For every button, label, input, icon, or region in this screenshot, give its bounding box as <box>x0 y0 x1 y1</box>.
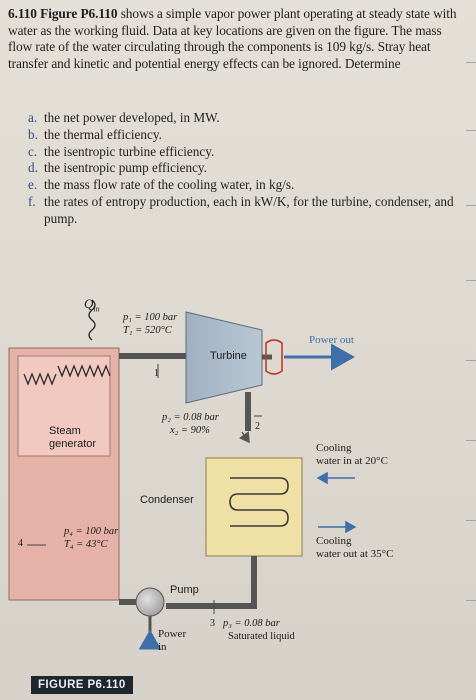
state1-pressure: p₁ = 100 bar <box>123 312 178 323</box>
state2-pressure: p₂ = 0.08 bar <box>162 412 219 423</box>
condenser-box <box>205 457 303 557</box>
cooling-out-label-1: Cooling <box>316 535 352 547</box>
heat-input-label: Qin <box>84 296 100 314</box>
condenser-label: Condenser <box>140 494 194 506</box>
ruled-line <box>466 130 476 131</box>
power-in-label-1: Power <box>158 628 187 640</box>
ruled-line <box>466 600 476 601</box>
question-part-c: c.the isentropic turbine efficiency. <box>28 143 215 159</box>
steam-generator-label-1: Steam <box>49 425 81 437</box>
turbine-label: Turbine <box>210 350 247 362</box>
ruled-line <box>466 280 476 281</box>
heating-coil-icon <box>23 372 57 386</box>
question-part-e: e.the mass flow rate of the cooling wate… <box>28 177 295 193</box>
state1-temperature: T₁ = 520°C <box>123 325 172 336</box>
pump-shape <box>135 587 165 617</box>
state2-number: 2 <box>255 421 260 432</box>
ruled-line <box>466 520 476 521</box>
turbine-shape <box>185 311 263 404</box>
condenser-coil-icon <box>229 477 289 527</box>
problem-number: 6.110 <box>8 6 37 21</box>
state2-quality: x₂ = 90% <box>170 425 210 436</box>
power-in-label-2: in <box>158 641 167 653</box>
state3-pressure: p₃ = 0.08 bar <box>223 618 280 629</box>
cooling-in-label-2: water in at 20°C <box>316 455 388 467</box>
pipe-state3 <box>166 556 257 609</box>
problem-text: shows a simple vapor power plant operati… <box>8 6 457 71</box>
ruled-line <box>466 62 476 63</box>
steam-generator-label-2: generator <box>49 438 97 450</box>
question-part-b: b.the thermal efficiency. <box>28 126 162 142</box>
figure-reference: Figure P6.110 <box>40 6 118 21</box>
ruled-line <box>466 360 476 361</box>
state3-condition: Saturated liquid <box>228 631 295 642</box>
question-part-d: d.the isentropic pump efficiency. <box>28 160 207 176</box>
heat-input-wavy <box>88 299 96 341</box>
power-out-label: Power out <box>309 334 354 346</box>
pipe-state2 <box>245 392 251 431</box>
state4-pressure: p₄ = 100 bar <box>64 526 119 537</box>
state1-number: 1 <box>154 368 159 379</box>
figure-caption: FIGURE P6.110 <box>31 676 133 694</box>
shaft-coupling-icon <box>265 339 283 375</box>
state4-temperature: T₄ = 43°C <box>64 539 108 550</box>
cooling-out-label-2: water out at 35°C <box>316 548 394 560</box>
question-parts: a.the net power developed, in MW. b.the … <box>28 110 460 228</box>
question-part-a: a.the net power developed, in MW. <box>28 110 220 125</box>
question-part-f: f.the rates of entropy production, each … <box>28 193 454 226</box>
state4-number: 4 <box>18 538 23 549</box>
ruled-line <box>466 440 476 441</box>
pump-label: Pump <box>170 584 199 596</box>
flow-arrow <box>238 431 250 444</box>
ruled-line <box>466 205 476 206</box>
state3-number: 3 <box>210 618 215 629</box>
problem-statement: 6.110 Figure P6.110 shows a simple vapor… <box>8 6 460 72</box>
cooling-in-label-1: Cooling <box>316 442 352 454</box>
heating-coil-icon <box>57 364 111 378</box>
